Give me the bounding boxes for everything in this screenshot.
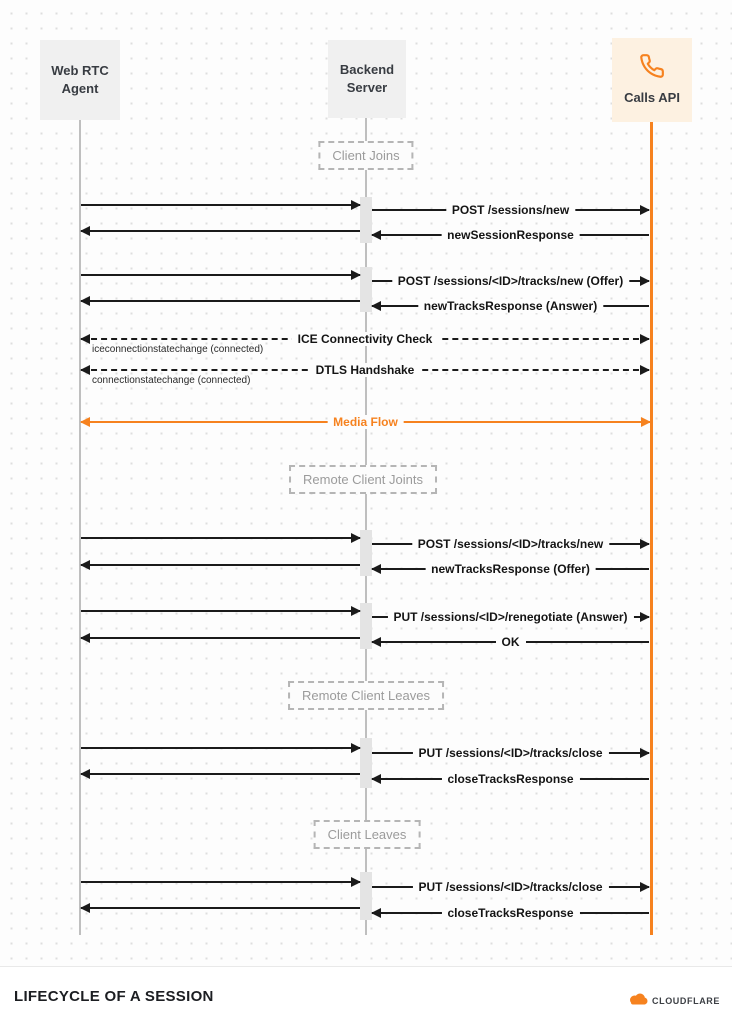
arrowhead-left-icon <box>80 226 90 236</box>
actor-label: Web RTC Agent <box>51 63 109 96</box>
message-arrow <box>80 903 360 913</box>
message-label: POST /sessions/<ID>/tracks/new <box>411 537 610 551</box>
cloudflare-cloud-icon <box>628 992 648 1010</box>
message-arrow: PUT /sessions/<ID>/renegotiate (Answer) <box>372 610 650 624</box>
message-arrow: closeTracksResponse <box>371 772 649 786</box>
message-label: PUT /sessions/<ID>/tracks/close <box>412 880 609 894</box>
message-label: PUT /sessions/<ID>/tracks/close <box>412 746 609 760</box>
brand-name: CLOUDFLARE <box>652 996 720 1006</box>
arrowhead-right-icon <box>640 205 650 215</box>
arrowhead-left-icon <box>371 230 381 240</box>
activation-bar <box>360 738 372 788</box>
arrowhead-right-icon <box>640 539 650 549</box>
actor-web-rtc-agent: Web RTC Agent <box>40 40 120 120</box>
message-arrow <box>80 633 360 643</box>
arrowhead-right-icon <box>351 270 361 280</box>
message-label: Media Flow <box>327 415 404 429</box>
phone-icon <box>639 53 665 84</box>
arrowhead-left-icon <box>80 560 90 570</box>
message-arrow <box>81 606 361 616</box>
activation-bar <box>360 267 372 312</box>
arrowhead-right-icon <box>640 365 650 375</box>
message-arrow: DTLS Handshake <box>80 363 650 377</box>
message-arrow <box>81 743 361 753</box>
lifeline-calls-api <box>650 122 653 935</box>
actor-calls-api: Calls API <box>612 38 692 122</box>
message-arrow <box>80 226 360 236</box>
message-label: ICE Connectivity Check <box>291 332 439 346</box>
message-arrow: newSessionResponse <box>371 228 649 242</box>
arrowhead-left-icon <box>371 637 381 647</box>
arrowhead-left-icon <box>371 774 381 784</box>
arrowhead-right-icon <box>640 334 650 344</box>
arrowhead-right-icon <box>351 743 361 753</box>
arrowhead-left-icon <box>80 769 90 779</box>
arrowhead-left-icon <box>80 296 90 306</box>
arrowhead-left-icon <box>80 417 90 427</box>
message-arrow: PUT /sessions/<ID>/tracks/close <box>372 880 650 894</box>
message-label: OK <box>495 635 526 649</box>
arrowhead-right-icon <box>641 417 651 427</box>
message-arrow: newTracksResponse (Answer) <box>371 299 649 313</box>
arrowhead-left-icon <box>80 365 90 375</box>
actor-label: Calls API <box>624 90 680 105</box>
message-arrow <box>80 769 360 779</box>
arrowhead-right-icon <box>640 612 650 622</box>
arrowhead-left-icon <box>371 564 381 574</box>
message-label: closeTracksResponse <box>441 772 580 786</box>
lifeline-backend-server <box>365 118 367 935</box>
activation-bar <box>360 530 372 576</box>
message-label: newSessionResponse <box>441 228 580 242</box>
message-arrow: POST /sessions/<ID>/tracks/new (Offer) <box>372 274 650 288</box>
actor-label: Backend Server <box>339 62 395 95</box>
footer: LIFECYCLE OF A SESSION CLOUDFLARE <box>0 966 732 1019</box>
message-label: POST /sessions/new <box>445 203 576 217</box>
arrowhead-left-icon <box>371 908 381 918</box>
message-label: PUT /sessions/<ID>/renegotiate (Answer) <box>387 610 634 624</box>
arrowhead-right-icon <box>640 882 650 892</box>
phase-remote-client-leaves: Remote Client Leaves <box>288 681 444 710</box>
arrowhead-left-icon <box>80 903 90 913</box>
arrowhead-right-icon <box>640 748 650 758</box>
message-arrow: ICE Connectivity Check <box>80 332 650 346</box>
arrowhead-right-icon <box>351 877 361 887</box>
actor-backend-server: Backend Server <box>328 40 406 118</box>
lifeline-web-rtc-agent <box>79 120 81 935</box>
message-label: DTLS Handshake <box>309 363 421 377</box>
message-arrow: POST /sessions/<ID>/tracks/new <box>372 537 650 551</box>
cloudflare-logo: CLOUDFLARE <box>628 992 720 1010</box>
message-arrow: closeTracksResponse <box>371 906 649 920</box>
annotation-ice-connection-state: iceconnectionstatechange (connected) <box>92 344 264 355</box>
message-arrow: PUT /sessions/<ID>/tracks/close <box>372 746 650 760</box>
arrowhead-right-icon <box>351 606 361 616</box>
message-label: newTracksResponse (Answer) <box>417 299 604 313</box>
activation-bar <box>360 197 372 243</box>
message-arrow <box>81 200 361 210</box>
arrowhead-right-icon <box>351 200 361 210</box>
activation-bar <box>360 603 372 649</box>
message-arrow-media-flow: Media Flow <box>80 415 651 429</box>
message-arrow <box>80 296 360 306</box>
arrowhead-left-icon <box>371 301 381 311</box>
message-arrow <box>81 270 361 280</box>
phase-remote-client-joins: Remote Client Joints <box>289 465 437 494</box>
message-arrow <box>81 877 361 887</box>
arrowhead-right-icon <box>640 276 650 286</box>
phase-client-joins: Client Joins <box>318 141 414 170</box>
message-arrow: newTracksResponse (Offer) <box>371 562 649 576</box>
activation-bar <box>360 872 372 920</box>
message-arrow <box>80 560 360 570</box>
message-arrow <box>81 533 361 543</box>
message-label: POST /sessions/<ID>/tracks/new (Offer) <box>391 274 630 288</box>
phase-client-leaves: Client Leaves <box>313 820 421 849</box>
message-arrow: POST /sessions/new <box>372 203 650 217</box>
annotation-connection-state: connectionstatechange (connected) <box>92 375 251 386</box>
message-label: newTracksResponse (Offer) <box>425 562 596 576</box>
arrowhead-left-icon <box>80 633 90 643</box>
arrowhead-left-icon <box>80 334 90 344</box>
arrowhead-right-icon <box>351 533 361 543</box>
message-label: closeTracksResponse <box>441 906 580 920</box>
message-arrow: OK <box>371 635 649 649</box>
page-title: LIFECYCLE OF A SESSION <box>14 988 214 1005</box>
